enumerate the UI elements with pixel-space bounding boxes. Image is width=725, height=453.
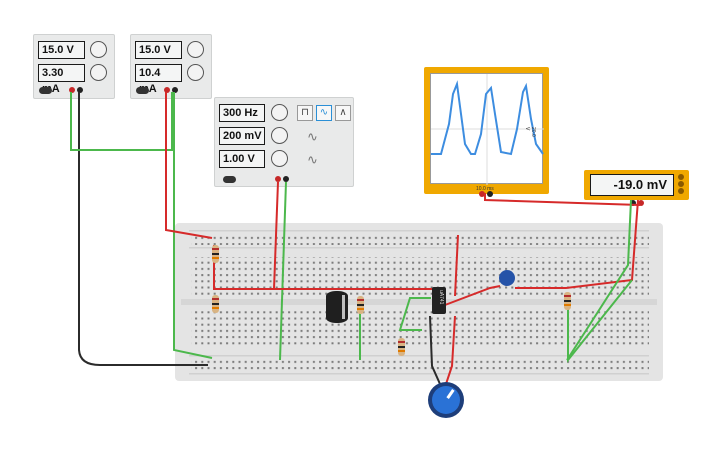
resistor-r4[interactable]	[398, 338, 405, 356]
resistor-r1[interactable]	[212, 245, 219, 263]
supply-1-voltage-knob[interactable]	[90, 41, 107, 58]
amplitude-display: 200 mV	[219, 127, 265, 145]
triangle-wave-button[interactable]: ∧	[335, 105, 351, 121]
offset-display: 1.00 V	[219, 150, 265, 168]
op-amp-chip[interactable]: uA741	[432, 287, 446, 314]
multimeter-negative-terminal[interactable]	[630, 200, 636, 206]
supply-1-voltage-display: 15.0 V	[38, 41, 85, 59]
generator-positive-terminal[interactable]	[275, 176, 281, 182]
supply-2-positive-terminal[interactable]	[164, 87, 170, 93]
supply-2-voltage-knob[interactable]	[187, 41, 204, 58]
supply-2-voltage-display: 15.0 V	[135, 41, 182, 59]
oscilloscope[interactable]: 10.0 ms 20.0 V	[424, 67, 549, 197]
sine-wave-button[interactable]: ∿	[316, 105, 332, 121]
supply-2-current-knob[interactable]	[187, 64, 204, 81]
supply-1-negative-terminal[interactable]	[77, 87, 83, 93]
power-supply-1[interactable]: 15.0 V 3.30 mA	[33, 34, 115, 99]
supply-2-power-switch[interactable]	[136, 87, 149, 94]
offset-knob[interactable]	[271, 150, 288, 167]
generator-power-switch[interactable]	[223, 176, 236, 183]
potentiometer-knob[interactable]	[428, 382, 464, 418]
time-per-div-label: 10.0 ms	[476, 186, 494, 192]
supply-1-power-switch[interactable]	[39, 87, 52, 94]
multimeter-mode-buttons[interactable]	[678, 174, 685, 196]
amplitude-wave-icon: ∿	[307, 129, 318, 144]
amplitude-knob[interactable]	[271, 127, 288, 144]
square-wave-button[interactable]: ⊓	[297, 105, 313, 121]
oscilloscope-trace	[431, 74, 544, 185]
top-power-rail-holes	[189, 230, 649, 249]
scope-positive-terminal[interactable]	[479, 191, 485, 197]
offset-wave-icon: ∿	[307, 152, 318, 167]
supply-1-current-knob[interactable]	[90, 64, 107, 81]
supply-1-positive-terminal[interactable]	[69, 87, 75, 93]
frequency-knob[interactable]	[271, 104, 288, 121]
scope-negative-terminal[interactable]	[487, 191, 493, 197]
generator-negative-terminal[interactable]	[283, 176, 289, 182]
ceramic-capacitor[interactable]	[499, 270, 515, 286]
multimeter-reading: -19.0 mV	[590, 174, 674, 196]
multimeter-positive-terminal[interactable]	[638, 200, 644, 206]
resistor-r3[interactable]	[357, 296, 364, 314]
resistor-r2[interactable]	[212, 295, 219, 313]
breadboard-holes	[181, 230, 657, 375]
power-supply-2[interactable]: 15.0 V 10.4 mA	[130, 34, 212, 99]
supply-2-negative-terminal[interactable]	[172, 87, 178, 93]
oscilloscope-screen	[430, 73, 544, 185]
multimeter[interactable]: -19.0 mV	[584, 170, 689, 206]
breadboard[interactable]	[175, 223, 663, 381]
resistor-r5[interactable]	[564, 292, 571, 310]
function-generator[interactable]: 300 Hz 200 mV 1.00 V ⊓ ∿ ∧ ∿ ∿	[214, 97, 354, 187]
electrolytic-capacitor[interactable]	[326, 291, 348, 323]
frequency-display: 300 Hz	[219, 104, 265, 122]
